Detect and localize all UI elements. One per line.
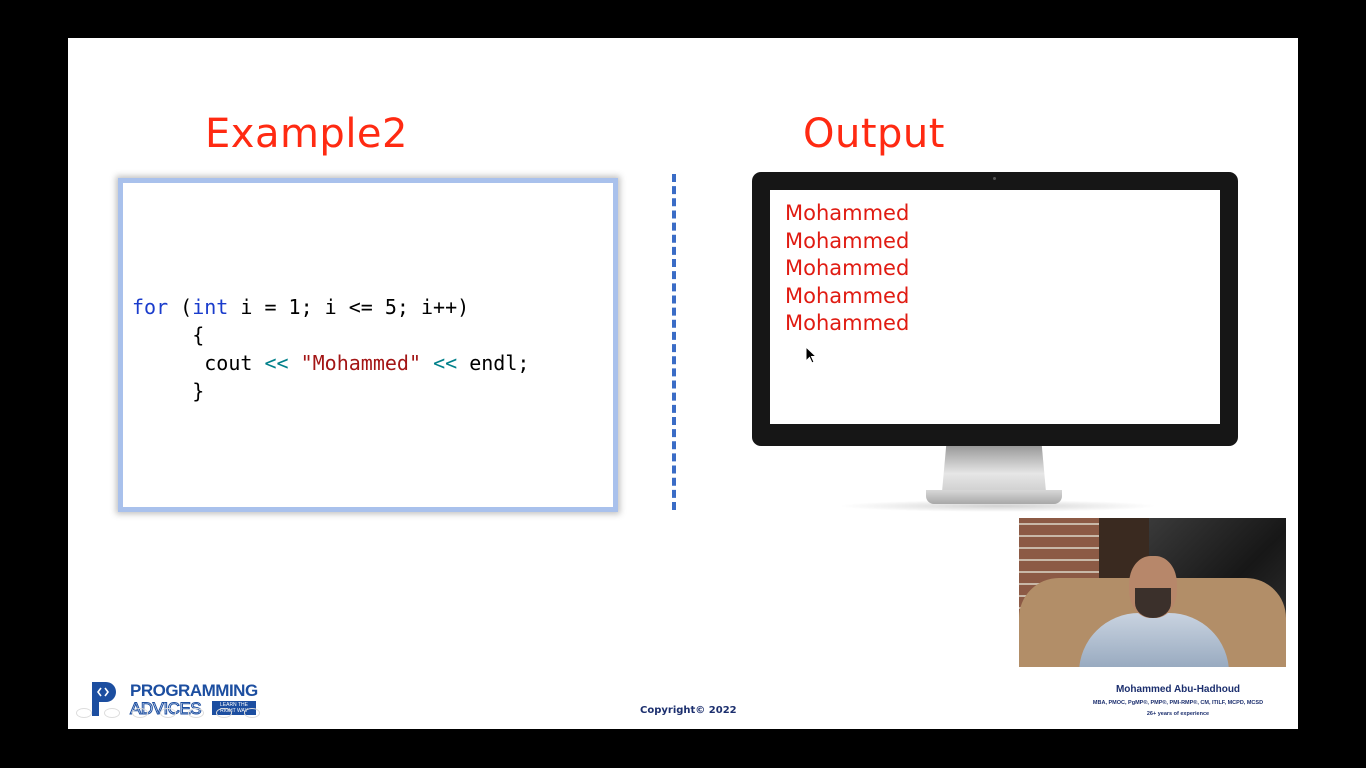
output-line: Mohammed xyxy=(785,201,910,225)
logo-p-icon xyxy=(92,682,116,716)
code-line-2: { xyxy=(132,323,205,347)
monitor-stand-neck xyxy=(942,446,1046,492)
mouse-cursor-icon xyxy=(805,346,817,364)
code-line-4: } xyxy=(132,379,205,403)
code-line-1: for (int i = 1; i <= 5; i++) xyxy=(132,295,469,319)
output-line: Mohammed xyxy=(785,311,910,335)
code-text: cout xyxy=(132,351,265,375)
code-space xyxy=(289,351,301,375)
code-line-3: cout << "Mohammed" << endl; xyxy=(132,351,529,375)
control-dot xyxy=(104,708,120,718)
monitor: Mohammed Mohammed Mohammed Mohammed Moha… xyxy=(752,172,1238,446)
control-dot xyxy=(76,708,92,718)
presenter-experience: 26+ years of experience xyxy=(1146,711,1210,717)
control-dot xyxy=(216,708,232,718)
output-line: Mohammed xyxy=(785,256,910,280)
monitor-stand-base xyxy=(926,490,1062,504)
programming-advices-logo: PROGRAMMING ADVICES LEARN THE RIGHT WAY xyxy=(76,678,273,722)
monitor-screen: Mohammed Mohammed Mohammed Mohammed Moha… xyxy=(770,190,1220,424)
code-block: for (int i = 1; i <= 5; i++) { cout << "… xyxy=(132,293,529,405)
code-box: for (int i = 1; i <= 5; i++) { cout << "… xyxy=(118,178,618,512)
presenter-webcam xyxy=(1019,518,1286,667)
monitor-camera-icon xyxy=(993,177,996,180)
string-literal: "Mohammed" xyxy=(300,351,422,375)
output-title: Output xyxy=(803,111,945,157)
control-dot xyxy=(244,708,260,718)
output-list: Mohammed Mohammed Mohammed Mohammed Moha… xyxy=(785,200,909,338)
logo-text-top: PROGRAMMING xyxy=(130,681,258,700)
code-text: endl; xyxy=(457,351,530,375)
operator-stream: << xyxy=(264,351,289,375)
output-line: Mohammed xyxy=(785,283,910,308)
presenter-name: Mohammed Abu-Hadhoud xyxy=(1115,684,1241,695)
control-dot xyxy=(188,708,204,718)
operator-stream: << xyxy=(433,351,458,375)
copyright-text: Copyright© 2022 xyxy=(640,705,737,716)
keyword-for: for xyxy=(132,295,169,319)
code-space xyxy=(421,351,433,375)
control-dot xyxy=(160,708,176,718)
code-text: ( xyxy=(168,295,193,319)
monitor-shadow xyxy=(838,500,1158,512)
output-line: Mohammed xyxy=(785,228,910,253)
dashed-divider xyxy=(672,174,676,510)
slide: Example2 Output for (int i = 1; i <= 5; … xyxy=(68,38,1298,729)
webcam-person-beard xyxy=(1135,588,1171,618)
control-dot xyxy=(132,708,148,718)
example-title: Example2 xyxy=(205,111,408,157)
keyword-int: int xyxy=(192,295,229,319)
player-controls-faint xyxy=(76,708,260,718)
code-text: i = 1; i <= 5; i++) xyxy=(228,295,470,319)
presenter-credentials: MBA, PMOC, PgMP®, PMP®, PMI-RMP®, CM, IT… xyxy=(1092,700,1264,706)
